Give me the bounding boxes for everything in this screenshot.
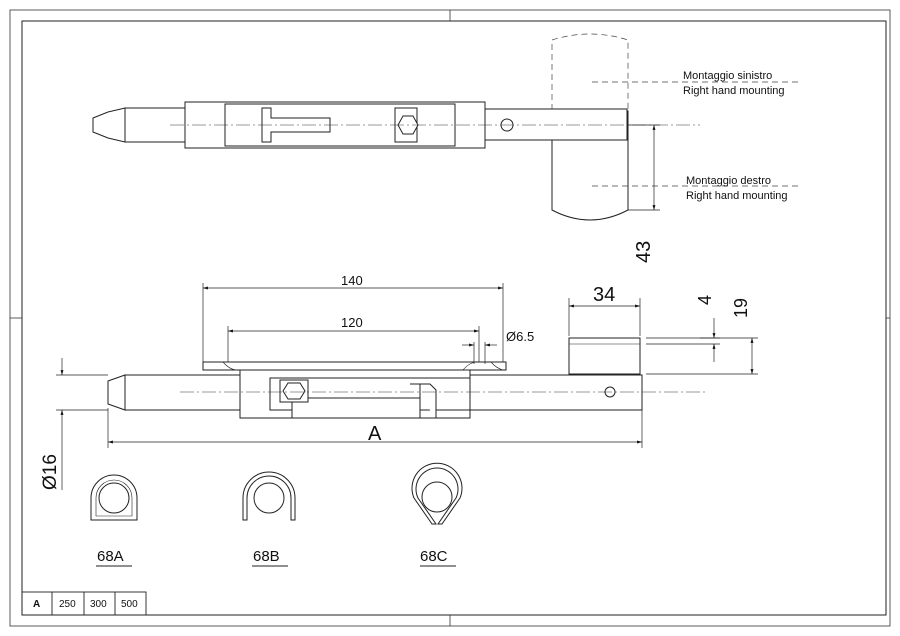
dim-A-label: A (368, 423, 382, 445)
dim-34-label: 34 (593, 284, 615, 306)
section-68C-label: 68C (420, 548, 448, 565)
table-value-250: 250 (59, 599, 76, 610)
size-table: A 250 300 500 (21, 591, 147, 616)
section-68B-label: 68B (253, 548, 280, 565)
section-68B: 68B (242, 471, 296, 567)
table-value-500: 500 (121, 599, 138, 610)
section-68C: 68C (411, 462, 463, 567)
dim-19-label: 19 (731, 298, 751, 318)
front-bolt-tip (107, 374, 126, 411)
bolt-tip (92, 107, 126, 143)
strap-plate (551, 119, 629, 221)
drawing-frame (9, 9, 891, 627)
label-left-mount-it: Montaggio sinistro (683, 70, 772, 82)
dim-hole-label: Ø6.5 (506, 329, 534, 344)
top-view: 43 Montaggio sinistro Right hand mountin… (92, 33, 800, 263)
label-right-mount-it: Montaggio destro (686, 175, 771, 187)
label-left-mount-en: Right hand mounting (683, 85, 785, 97)
base-plate (202, 361, 507, 371)
dim-4-label: 4 (695, 295, 715, 305)
section-68A: 68A (90, 474, 138, 567)
dim-140-label: 140 (341, 273, 363, 288)
dim-43-label: 43 (633, 241, 655, 263)
dim-120-label: 120 (341, 315, 363, 330)
section-68A-label: 68A (97, 548, 124, 565)
table-value-300: 300 (90, 599, 107, 610)
front-bolt-nut (282, 382, 306, 400)
dim-16-label: Ø16 (40, 454, 61, 490)
label-right-mount-en: Right hand mounting (686, 190, 788, 202)
strap-hidden-outline (551, 33, 629, 110)
strap-block (568, 337, 641, 375)
table-head: A (33, 599, 40, 610)
bolt-slot (261, 107, 331, 143)
front-view: 140 120 Ø6.5 34 4 19 A (40, 273, 758, 490)
